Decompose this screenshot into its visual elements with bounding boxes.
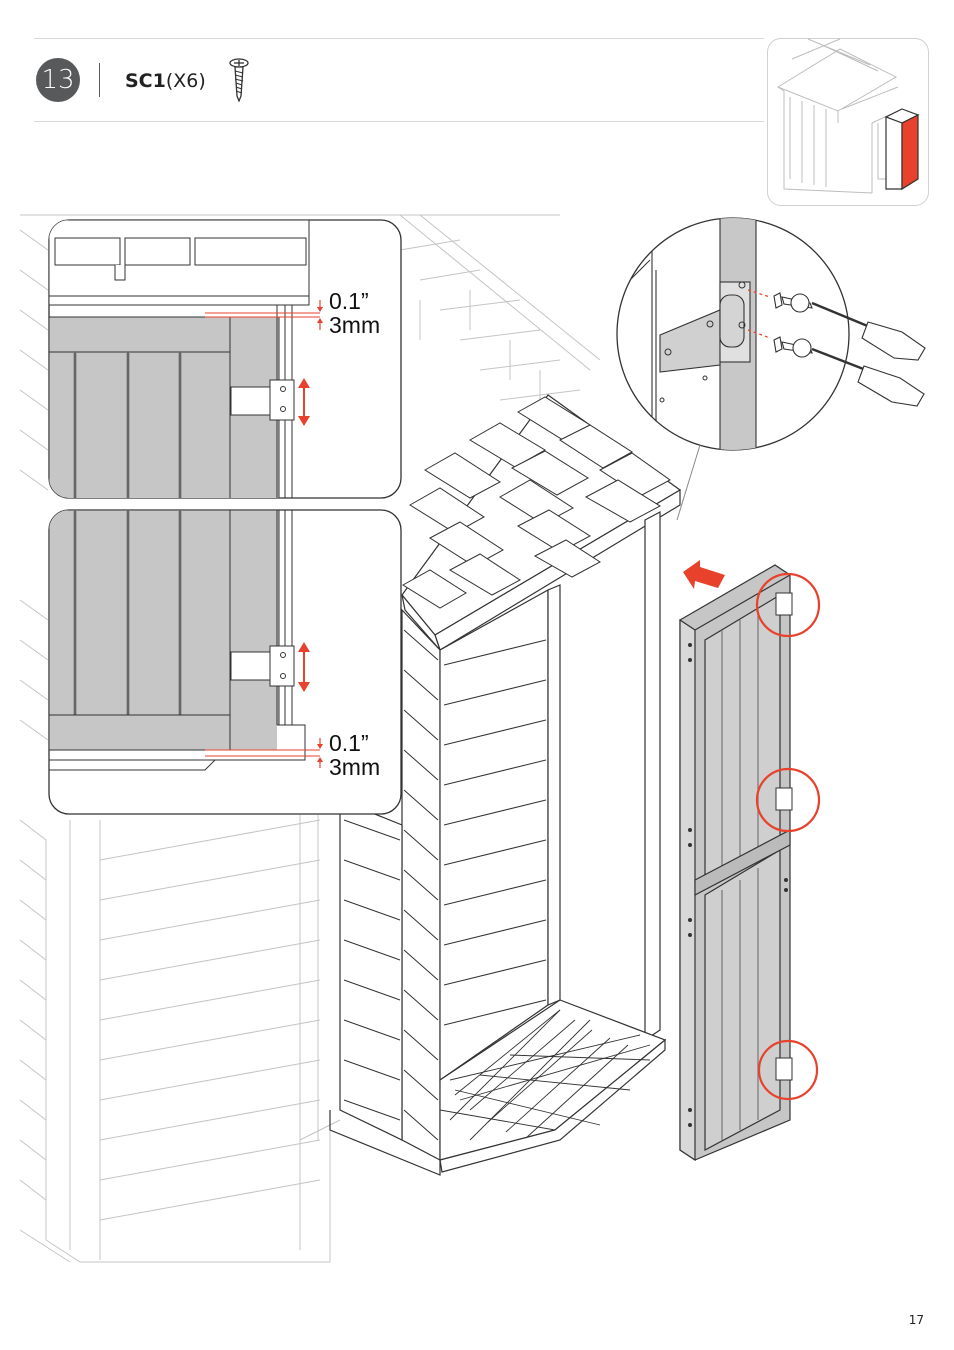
bottom-gap-imperial: 0.1” <box>329 731 380 755</box>
insert-arrow-icon <box>683 560 725 589</box>
top-gap-imperial: 0.1” <box>329 289 380 313</box>
top-gap-detail <box>49 220 401 502</box>
bottom-gap-metric: 3mm <box>329 755 380 779</box>
top-gap-measurement: 0.1” 3mm <box>329 289 380 337</box>
hinge-detail-callout <box>617 215 849 460</box>
door-panel <box>680 565 792 1160</box>
page-number: 17 <box>909 1313 924 1327</box>
top-gap-metric: 3mm <box>329 313 380 337</box>
bottom-gap-measurement: 0.1” 3mm <box>329 731 380 779</box>
